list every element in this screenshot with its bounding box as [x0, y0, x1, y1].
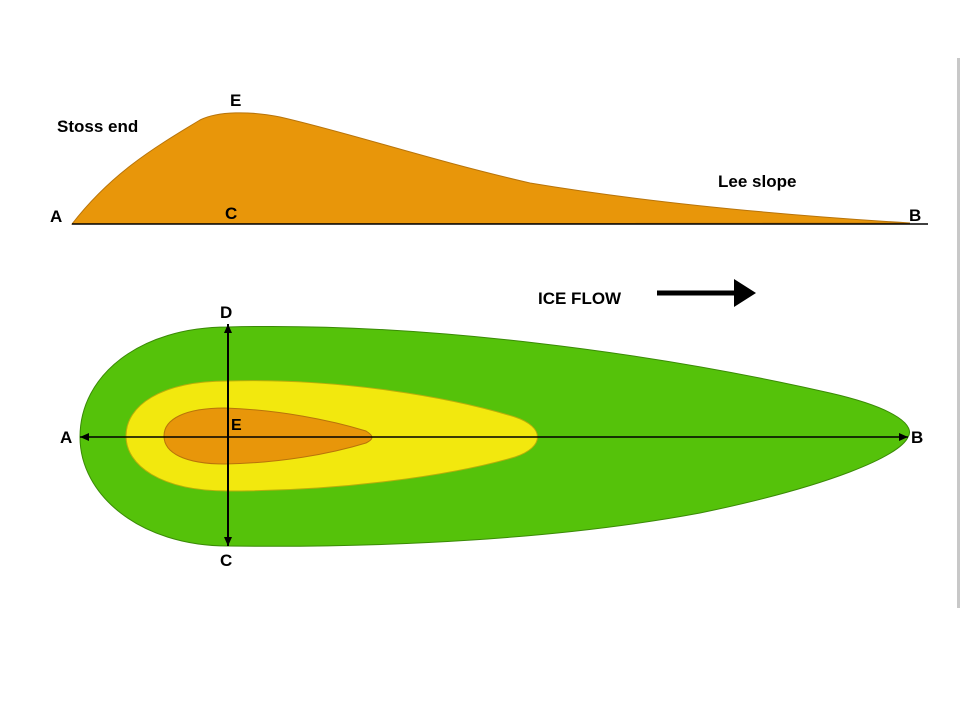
ice-flow-indicator: ICE FLOW — [538, 279, 756, 308]
profile-view: A B C E Stoss end Lee slope — [50, 91, 928, 226]
plan-point-c: C — [220, 551, 232, 570]
profile-point-c: C — [225, 204, 237, 223]
plan-axis-b-arrowhead — [899, 433, 908, 441]
profile-shape — [70, 112, 911, 225]
plan-point-d: D — [220, 303, 232, 322]
plan-point-a: A — [60, 428, 72, 447]
stoss-end-label: Stoss end — [57, 117, 138, 136]
ice-flow-label: ICE FLOW — [538, 289, 622, 308]
lee-slope-label: Lee slope — [718, 172, 796, 191]
plan-axis-d-arrowhead — [224, 324, 232, 333]
profile-point-a: A — [50, 207, 62, 226]
plan-inner-zone — [163, 407, 373, 465]
plan-axis-c-arrowhead — [224, 537, 232, 546]
ice-flow-arrow-head — [734, 279, 756, 307]
profile-point-e: E — [230, 91, 241, 110]
plan-point-b: B — [911, 428, 923, 447]
plan-axis-a-arrowhead — [80, 433, 89, 441]
right-edge-strip — [957, 58, 960, 608]
profile-point-b: B — [909, 206, 921, 225]
plan-view: A B D C E — [60, 303, 923, 570]
plan-point-e: E — [231, 417, 242, 434]
